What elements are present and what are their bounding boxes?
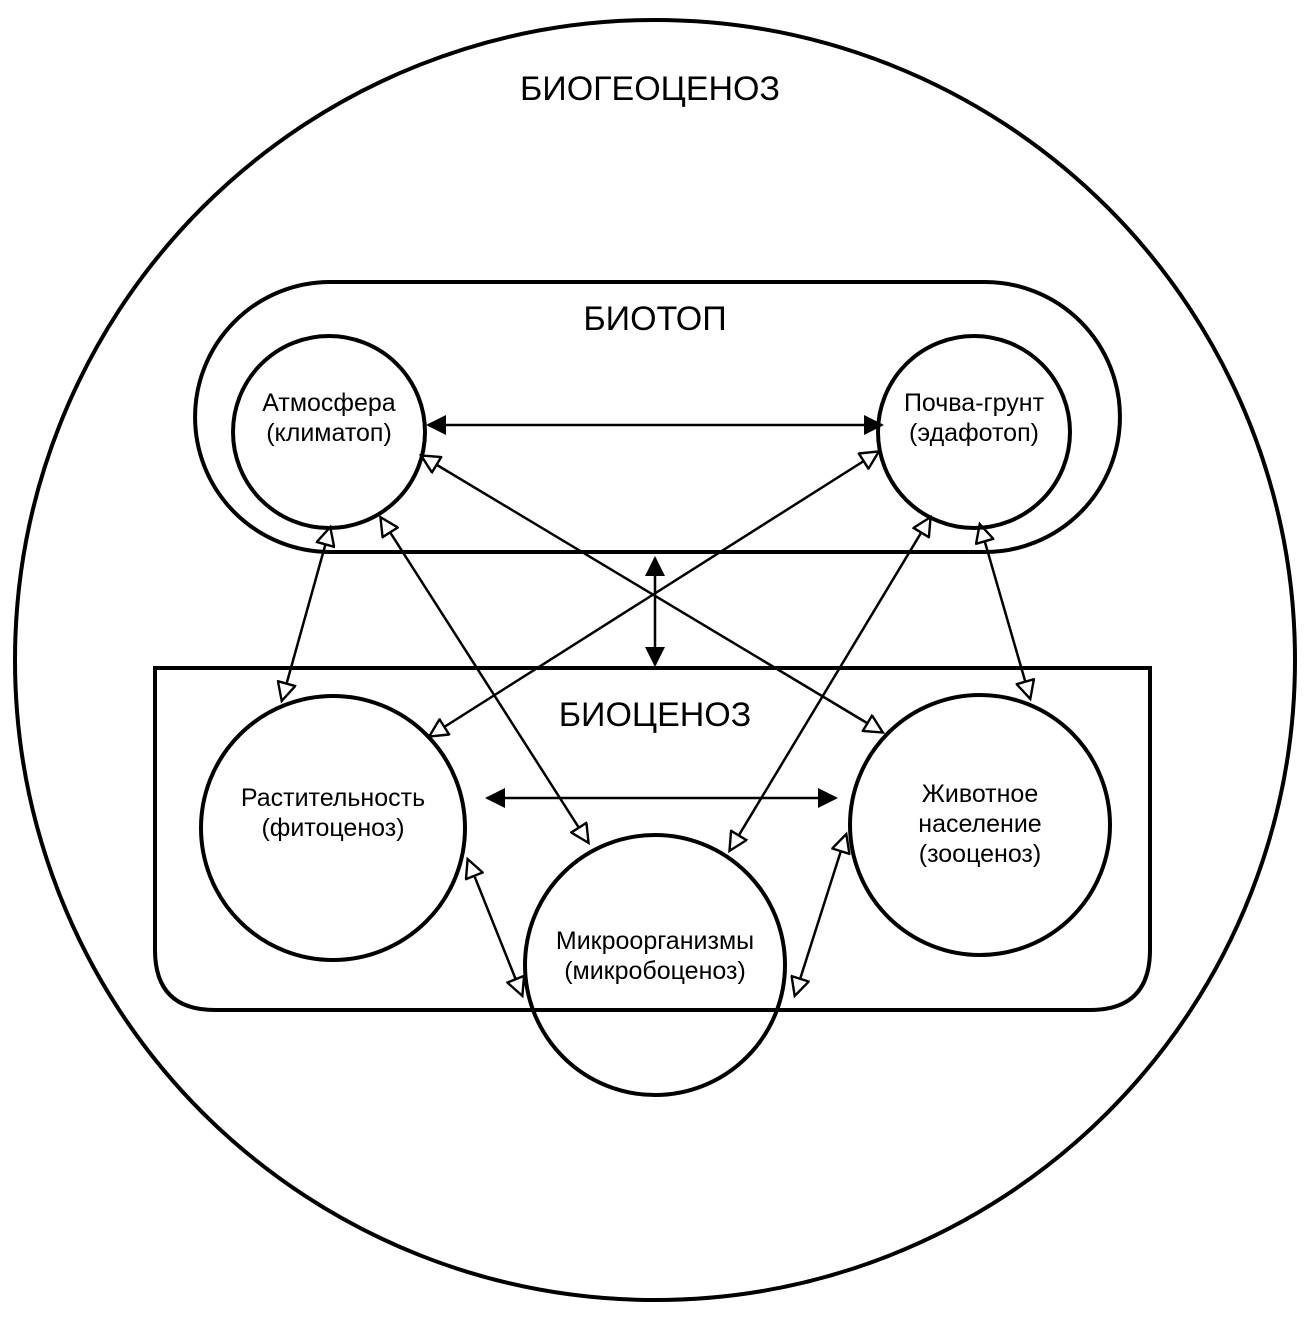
biogeocenosis-boundary (13, 18, 1297, 1302)
node-soil: Почва-грунт (эдафотоп) (876, 334, 1072, 530)
node-vegetation: Растительность (фитоценоз) (199, 694, 467, 962)
animals-label-line2: население (918, 810, 1041, 838)
microorganisms-sublabel: (микробоценоз) (564, 957, 746, 985)
biogeocenosis-title: БИОГЕОЦЕНОЗ (520, 70, 780, 108)
arrow-animals-microorganisms (795, 835, 846, 995)
soil-sublabel: (эдафотоп) (909, 419, 1039, 447)
arrow-soil-vegetation (430, 452, 878, 736)
arrow-atmosphere-microorganisms (381, 518, 588, 842)
vegetation-label: Растительность (241, 784, 425, 812)
arrow-soil-animals (980, 525, 1030, 698)
node-animals: Животное население (зооценоз) (848, 693, 1112, 957)
animals-sublabel: (зооценоз) (919, 840, 1041, 868)
soil-label: Почва-грунт (904, 389, 1045, 417)
biotope-title: БИОТОП (583, 300, 726, 338)
biocenosis-title: БИОЦЕНОЗ (559, 696, 752, 734)
vegetation-sublabel: (фитоценоз) (261, 814, 404, 842)
atmosphere-label: Атмосфера (262, 389, 396, 417)
microorganisms-label: Микроорганизмы (556, 927, 754, 955)
animals-label: Животное (922, 780, 1038, 808)
node-atmosphere: Атмосфера (климатоп) (231, 334, 427, 530)
biocenosis-boundary (153, 666, 1152, 1012)
atmosphere-sublabel: (климатоп) (266, 419, 392, 447)
connections (282, 415, 1030, 995)
arrow-vegetation-microorganisms (468, 860, 522, 995)
node-microorganisms: Микроорганизмы (микробоценоз) (523, 833, 787, 1097)
arrow-soil-microorganisms (730, 518, 930, 850)
arrow-atmosphere-vegetation (282, 528, 330, 700)
